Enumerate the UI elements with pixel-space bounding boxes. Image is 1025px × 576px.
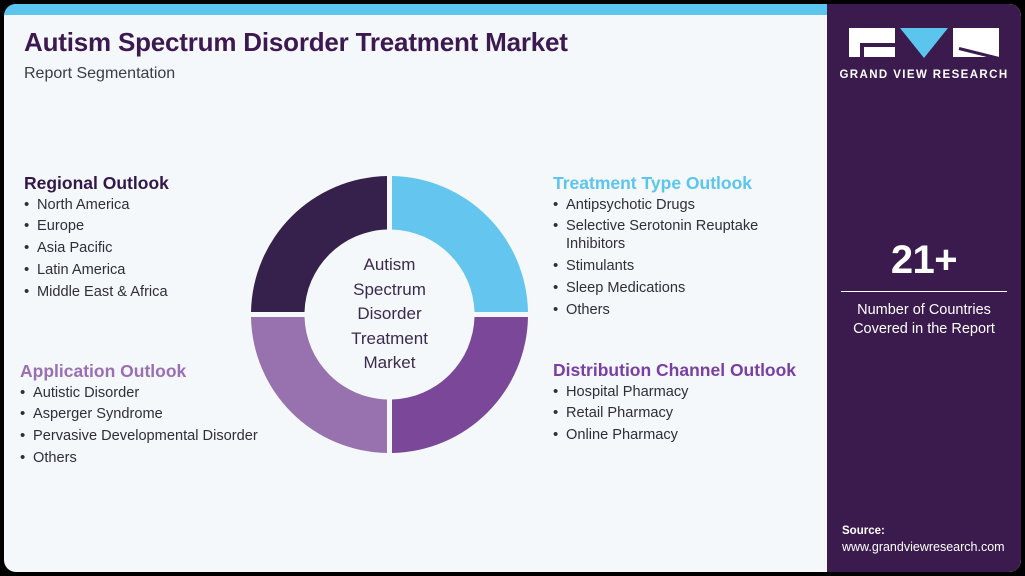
logo-marks xyxy=(827,28,1021,58)
logo-g-icon xyxy=(849,28,895,57)
sidebar-panel: GRAND VIEW RESEARCH 21+ Number of Countr… xyxy=(827,4,1021,572)
list-item: Autistic Disorder xyxy=(20,384,265,403)
top-accent-bar xyxy=(4,4,827,15)
list-item: Stimulants xyxy=(553,257,808,276)
segment-title-application: Application Outlook xyxy=(20,361,187,381)
donut-slice-treatment-type xyxy=(392,176,528,312)
main-card: Autism Spectrum Disorder Treatment Marke… xyxy=(4,4,1021,572)
source-label: Source: xyxy=(842,524,885,537)
list-item: Pervasive Developmental Disorder xyxy=(20,427,265,446)
logo-wordmark: GRAND VIEW RESEARCH xyxy=(839,69,1009,81)
list-item: North America xyxy=(24,196,254,215)
list-item: Europe xyxy=(24,217,254,236)
segment-list-application: Autistic Disorder Asperger Syndrome Perv… xyxy=(20,384,265,468)
donut-chart-svg xyxy=(251,176,528,453)
logo-v-triangle-icon xyxy=(900,28,948,58)
stat-block-countries: 21+ Number of Countries Covered in the R… xyxy=(841,240,1007,338)
brand-logo: GRAND VIEW RESEARCH xyxy=(827,28,1021,81)
stat-divider xyxy=(841,291,1007,292)
page-subtitle: Report Segmentation xyxy=(24,64,176,82)
stat-value: 21+ xyxy=(890,238,958,282)
list-item: Others xyxy=(553,301,808,320)
source-url[interactable]: www.grandviewresearch.com xyxy=(842,540,1005,555)
segment-list-regional: North America Europe Asia Pacific Latin … xyxy=(24,196,254,302)
segment-distribution-channel-outlook: Distribution Channel Outlook Hospital Ph… xyxy=(553,360,803,449)
list-item: Online Pharmacy xyxy=(553,426,803,445)
list-item: Asperger Syndrome xyxy=(20,405,265,424)
segment-title-treatment-type: Treatment Type Outlook xyxy=(553,173,753,193)
list-item: Asia Pacific xyxy=(24,239,254,258)
donut-slice-distribution-channel xyxy=(392,317,528,453)
segment-treatment-type-outlook: Treatment Type Outlook Antipsychotic Dru… xyxy=(553,173,808,323)
page-title: Autism Spectrum Disorder Treatment Marke… xyxy=(24,27,568,57)
segment-list-treatment-type: Antipsychotic Drugs Selective Serotonin … xyxy=(553,196,808,320)
logo-r-icon xyxy=(953,28,999,57)
list-item: Sleep Medications xyxy=(553,279,808,298)
segment-application-outlook: Application Outlook Autistic Disorder As… xyxy=(20,361,265,472)
donut-slice-application xyxy=(251,317,387,453)
source-block: Source: www.grandviewresearch.com xyxy=(842,524,1017,556)
donut-chart: Autism Spectrum Disorder Treatment Marke… xyxy=(249,174,530,455)
list-item: Middle East & Africa xyxy=(24,283,254,302)
list-item: Selective Serotonin Reuptake Inhibitors xyxy=(553,217,808,254)
donut-slice-regional xyxy=(251,176,387,312)
list-item: Others xyxy=(20,449,265,468)
list-item: Retail Pharmacy xyxy=(553,404,803,423)
segment-list-distribution-channel: Hospital Pharmacy Retail Pharmacy Online… xyxy=(553,383,803,445)
list-item: Hospital Pharmacy xyxy=(553,383,803,402)
stat-label: Number of Countries Covered in the Repor… xyxy=(841,301,1007,338)
list-item: Antipsychotic Drugs xyxy=(553,196,808,215)
segment-title-distribution-channel: Distribution Channel Outlook xyxy=(553,360,797,380)
header: Autism Spectrum Disorder Treatment Marke… xyxy=(24,27,804,83)
list-item: Latin America xyxy=(24,261,254,280)
stat-label-line: Number of Countries xyxy=(857,302,991,318)
stat-label-line: Covered in the Report xyxy=(853,320,995,337)
segment-title-regional: Regional Outlook xyxy=(24,173,169,193)
segment-regional-outlook: Regional Outlook North America Europe As… xyxy=(24,173,254,306)
